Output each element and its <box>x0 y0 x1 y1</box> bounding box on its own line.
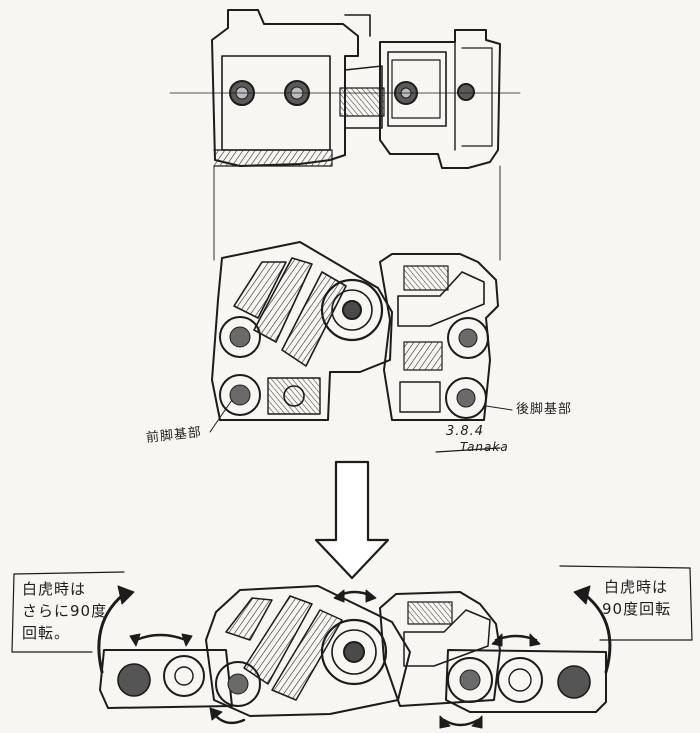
side-view-drawing <box>209 241 513 453</box>
rear-leg-base-label: 後脚基部 <box>516 402 573 417</box>
top-view-drawing <box>169 9 521 261</box>
signature-date: 3.8.4 <box>446 424 485 439</box>
signature-name: Tanaka <box>460 440 509 454</box>
left-note-line-1: 白虎時は <box>22 580 87 598</box>
left-note-line-3: 回転。 <box>22 624 71 642</box>
transform-down-arrow <box>314 460 390 580</box>
left-note-line-2: さらに90度 <box>22 602 108 620</box>
right-note-line-1: 白虎時は <box>604 578 669 596</box>
right-note-line-2: 90度回転 <box>602 600 672 618</box>
rotated-view-drawing <box>11 565 693 729</box>
